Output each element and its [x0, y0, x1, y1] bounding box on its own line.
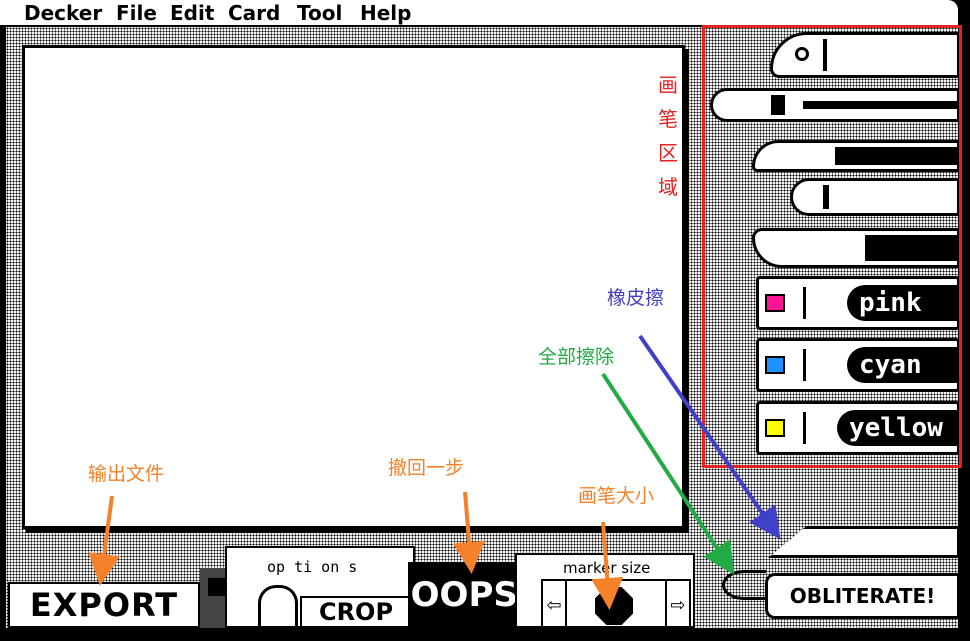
bristle-brush-tool[interactable] [790, 178, 960, 216]
decrease-size-arrow-icon[interactable]: ⇦ [543, 581, 567, 629]
menu-decker[interactable]: Decker [24, 1, 103, 25]
brush-area-annotation: 画 笔 区 域 [656, 68, 680, 204]
crop-icon [258, 585, 298, 628]
marker-size-panel: marker size ⇦ ⇨ [515, 553, 695, 629]
marker-cyan-label: cyan [847, 347, 961, 383]
eraser-annotation: 橡皮擦 [607, 287, 665, 309]
marker-pink[interactable]: pink [756, 276, 961, 330]
menu-help[interactable]: Help [360, 1, 412, 25]
menu-bar: Decker File Edit Card Tool Help [0, 0, 958, 27]
marker-pink-label: pink [847, 285, 961, 321]
ink-brush-tool[interactable] [752, 140, 960, 172]
menu-file[interactable]: File [116, 1, 157, 25]
brush-area-char: 画 [658, 73, 678, 97]
drawing-canvas[interactable] [22, 45, 685, 529]
marker-cyan[interactable]: cyan [756, 338, 961, 392]
nib-pen-tool[interactable] [770, 32, 960, 78]
marker-size-label: marker size [563, 559, 651, 577]
brush-area-char: 笔 [658, 107, 678, 131]
obliterate-clear-button[interactable]: OBLITERATE! [765, 573, 960, 619]
pink-tip-icon [765, 294, 785, 312]
crop-button[interactable]: CROP [300, 596, 412, 628]
brush-area-char: 域 [658, 175, 678, 199]
marker-yellow[interactable]: yellow [756, 401, 961, 455]
brush-area-highlight [702, 25, 962, 468]
menu-tool[interactable]: Tool [297, 1, 343, 25]
export-button[interactable]: EXPORT [8, 582, 200, 628]
increase-size-arrow-icon[interactable]: ⇨ [665, 581, 689, 629]
clear-all-annotation: 全部擦除 [538, 346, 615, 368]
airbrush-tool[interactable] [752, 228, 960, 268]
fuse-icon [722, 570, 766, 600]
brush-size-annotation: 画笔大小 [578, 485, 655, 507]
brush-size-preview-icon [595, 587, 633, 625]
undo-annotation: 撤回一步 [388, 457, 465, 479]
marker-yellow-label: yellow [837, 410, 961, 446]
menu-edit[interactable]: Edit [170, 1, 215, 25]
brush-area-char: 区 [658, 141, 678, 165]
export-annotation: 输出文件 [88, 463, 165, 485]
menu-card[interactable]: Card [228, 1, 281, 25]
marker-size-box: ⇦ ⇨ [541, 579, 691, 629]
pencil-tool[interactable] [710, 88, 960, 122]
options-label: op ti on s [267, 558, 358, 576]
